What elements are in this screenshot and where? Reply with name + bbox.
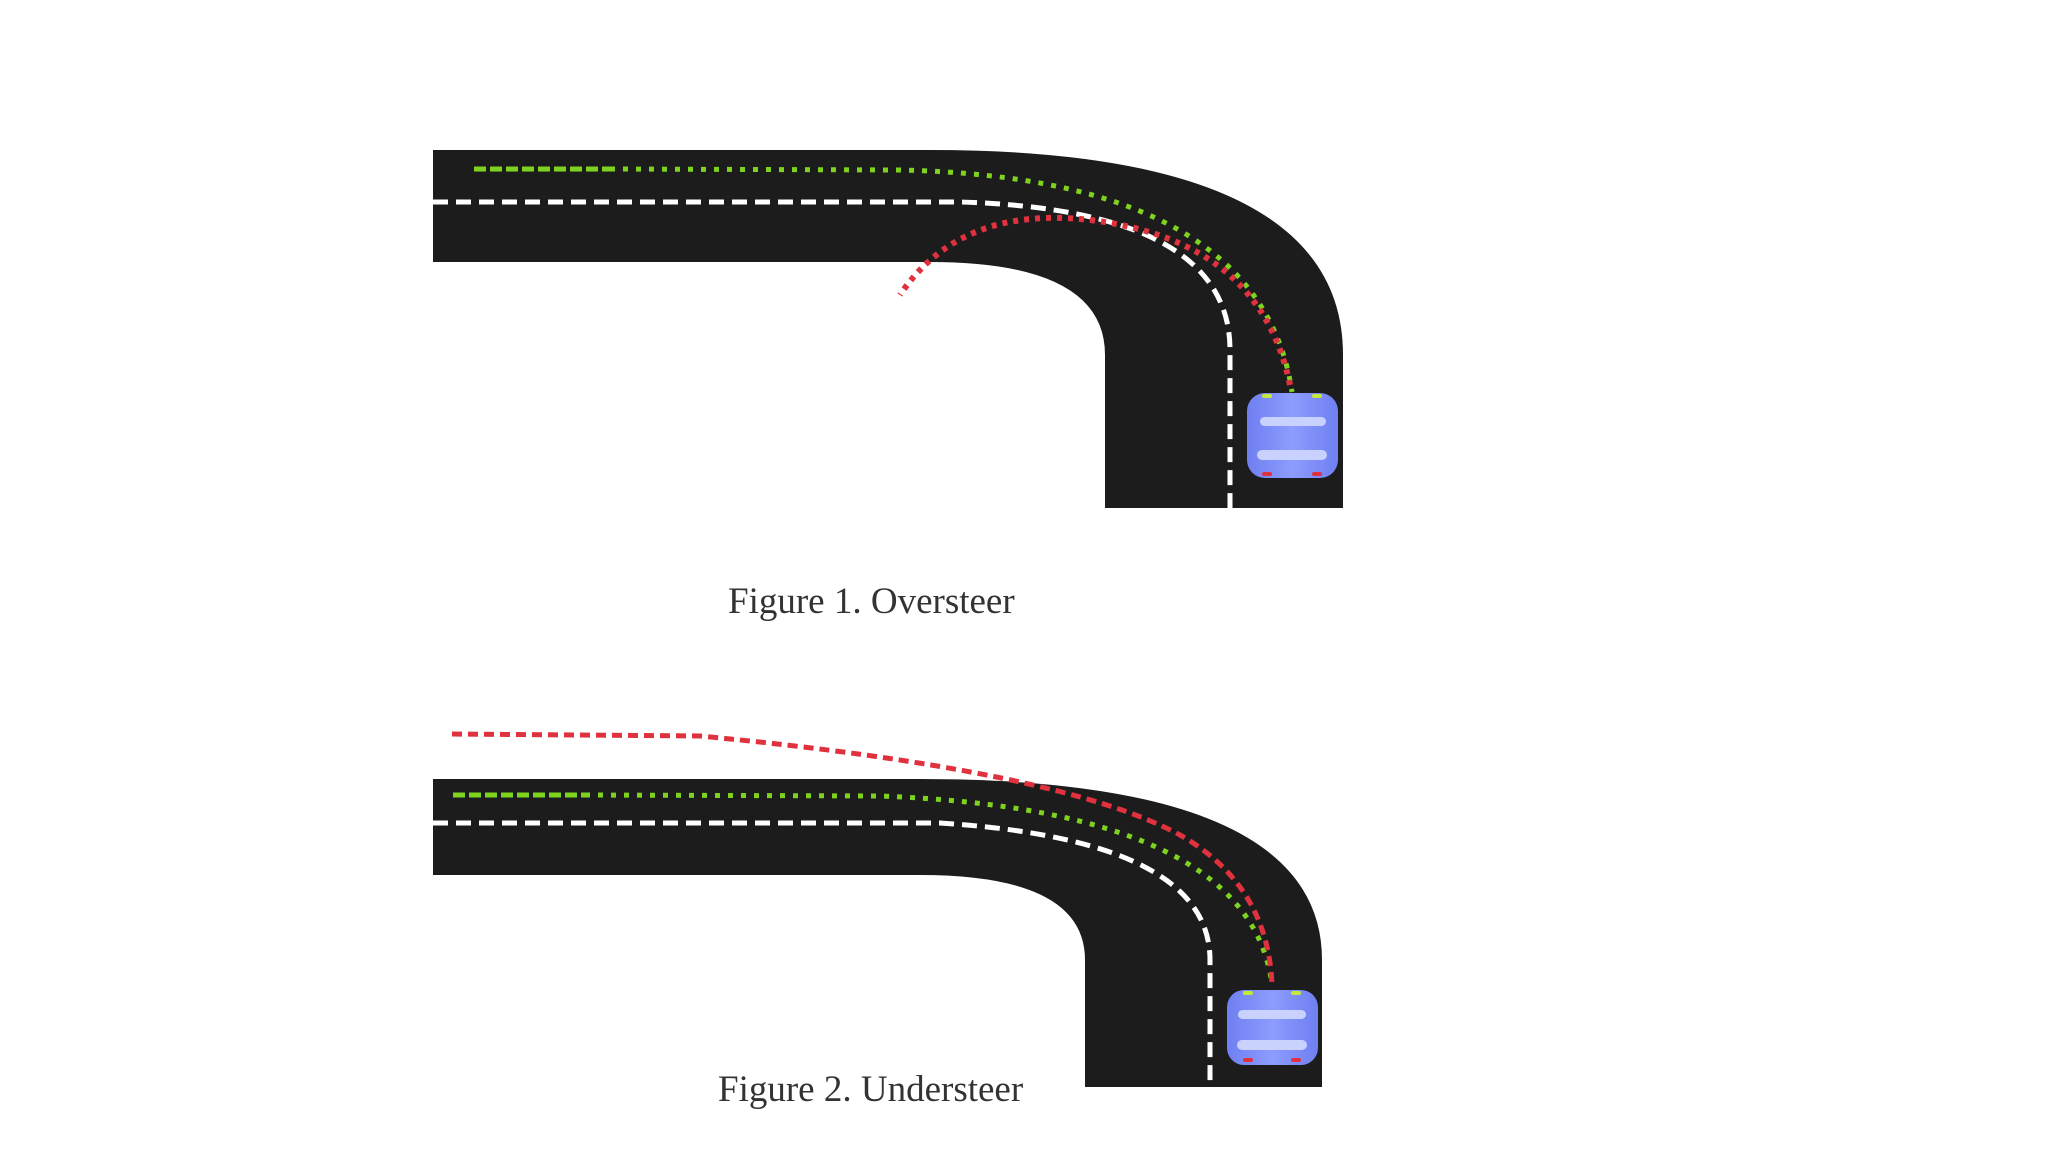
road — [433, 150, 1343, 508]
car-icon — [1227, 990, 1318, 1065]
figure-oversteer — [433, 150, 1343, 508]
lane-center-line — [433, 199, 1233, 508]
road — [433, 779, 1322, 1087]
figure-caption: Figure 2. Understeer — [718, 1069, 1024, 1110]
actual-path — [451, 731, 1275, 986]
actual-path — [897, 214, 1293, 386]
figure-understeer — [433, 731, 1322, 1087]
lane-center-line — [433, 820, 1213, 1087]
car-icon — [1247, 393, 1338, 478]
figure-caption: Figure 1. Oversteer — [728, 581, 1015, 622]
intended-path — [584, 792, 1275, 986]
